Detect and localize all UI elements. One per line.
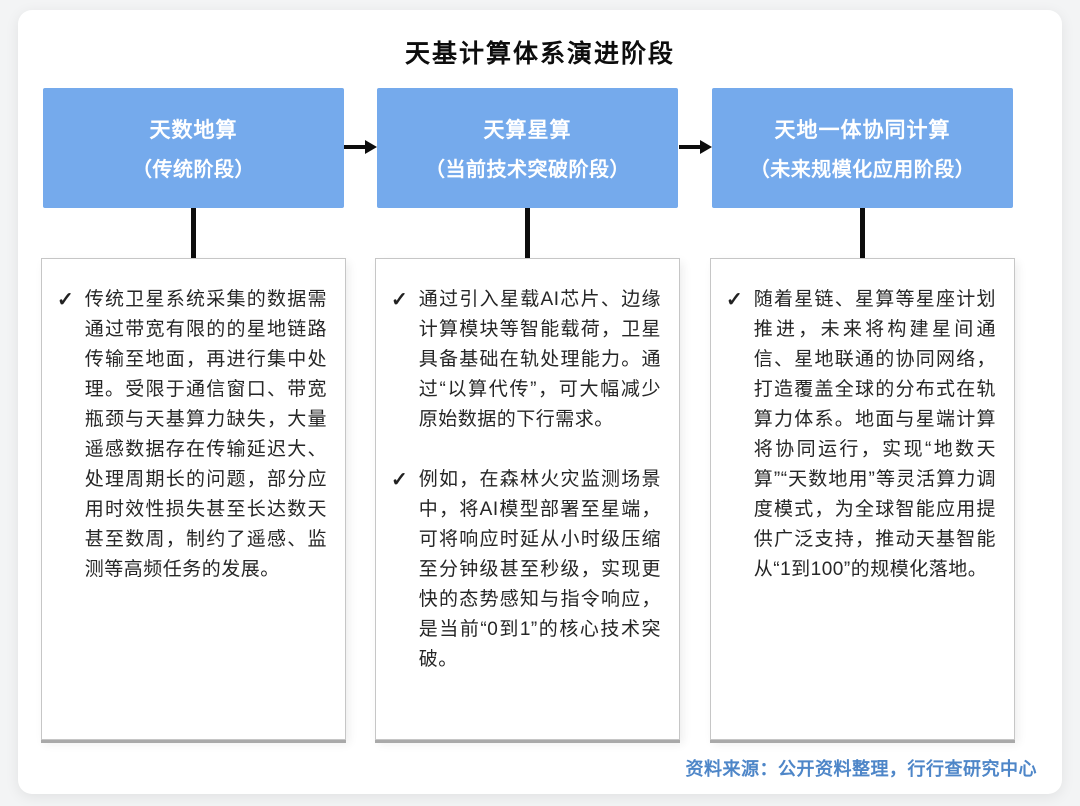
check-icon: ✓ (391, 289, 408, 311)
stage-title: 天算星算 (483, 119, 572, 142)
detail-box-traditional: ✓ 传统卫星系统采集的数据需通过带宽有限的的星地链路传输至地面，再进行集中处理。… (41, 258, 346, 740)
arrow-shaft (679, 145, 702, 149)
connector-line (191, 208, 196, 258)
bullet-item: ✓ 随着星链、星算等星座计划推进，未来将构建星间通信、星地联通的协同网络，打造覆… (726, 285, 996, 585)
stage-title: 天数地算 (149, 119, 238, 142)
detail-box-future-scale: ✓ 随着星链、星算等星座计划推进，未来将构建星间通信、星地联通的协同网络，打造覆… (710, 258, 1015, 740)
connector-line (860, 208, 865, 258)
stage-box-future-scale: 天地一体协同计算 （未来规模化应用阶段） (712, 88, 1013, 208)
check-icon: ✓ (726, 289, 743, 311)
bullet-item: ✓ 传统卫星系统采集的数据需通过带宽有限的的星地链路传输至地面，再进行集中处理。… (57, 285, 327, 585)
page-title: 天基计算体系演进阶段 (404, 40, 675, 68)
stage-box-traditional: 天数地算 （传统阶段） (43, 88, 344, 208)
arrow-right-icon (679, 140, 712, 154)
bullet-text: 通过引入星载AI芯片、边缘计算模块等智能载荷，卫星具备基础在轨处理能力。通过“以… (418, 289, 661, 430)
arrow-head (365, 140, 377, 154)
stage-subtitle: （未来规模化应用阶段） (749, 159, 976, 181)
detail-box-current-breakthrough: ✓ 通过引入星载AI芯片、边缘计算模块等智能载荷，卫星具备基础在轨处理能力。通过… (375, 258, 680, 740)
arrow-right-icon (344, 140, 377, 154)
bullet-item: ✓ 通过引入星载AI芯片、边缘计算模块等智能载荷，卫星具备基础在轨处理能力。通过… (391, 285, 661, 435)
bullet-item: ✓ 例如，在森林火灾监测场景中，将AI模型部署至星端，可将响应时延从小时级压缩至… (391, 465, 661, 675)
check-icon: ✓ (57, 289, 74, 311)
stage-subtitle: （当前技术突破阶段） (425, 159, 630, 181)
stage-box-current-breakthrough: 天算星算 （当前技术突破阶段） (377, 88, 678, 208)
bullet-text: 例如，在森林火灾监测场景中，将AI模型部署至星端，可将响应时延从小时级压缩至分钟… (418, 469, 661, 670)
arrow-shaft (344, 145, 367, 149)
bullet-text: 随着星链、星算等星座计划推进，未来将构建星间通信、星地联通的协同网络，打造覆盖全… (753, 289, 996, 580)
stage-title: 天地一体协同计算 (774, 119, 951, 142)
bullet-text: 传统卫星系统采集的数据需通过带宽有限的的星地链路传输至地面，再进行集中处理。受限… (84, 289, 327, 580)
infographic-card: 天基计算体系演进阶段 天数地算 （传统阶段） 天算星算 （当前技术突破阶段） 天… (18, 10, 1062, 794)
arrow-head (700, 140, 712, 154)
stage-subtitle: （传统阶段） (132, 159, 255, 181)
source-note: 资料来源：公开资料整理，行行查研究中心 (685, 759, 1037, 779)
connector-line (525, 208, 530, 258)
check-icon: ✓ (391, 469, 408, 491)
